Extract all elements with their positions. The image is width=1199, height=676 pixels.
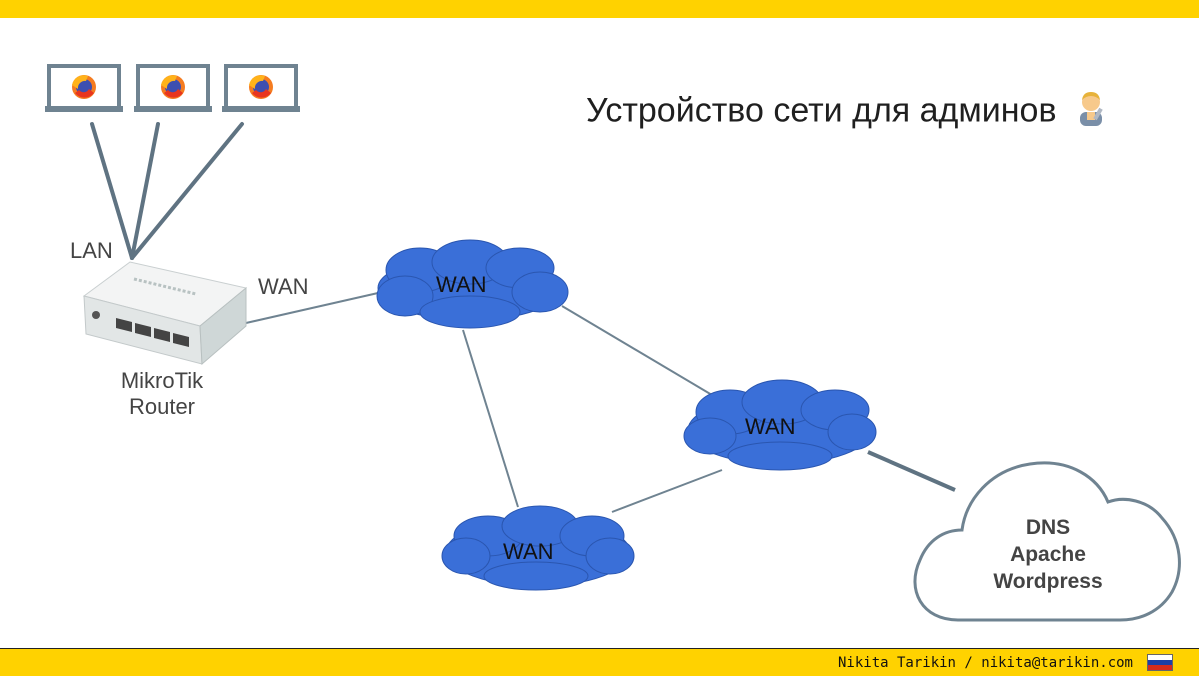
slide-title-text: Устройство сети для админов (586, 91, 1057, 130)
firefox-icon (249, 75, 273, 99)
router-name-line1: MikroTik (120, 368, 204, 393)
router-device (82, 261, 248, 366)
router-name-line2: Router (128, 394, 196, 419)
server-cloud (913, 461, 1181, 622)
cloud-top-to-cloud-right-link (561, 305, 713, 396)
server-service-apache: Apache (1010, 543, 1086, 566)
cloud-right-to-server-link (867, 450, 956, 492)
cloud-top (376, 239, 569, 329)
top-accent-bar (0, 0, 1199, 18)
footer-author: Nikita Tarikin / nikita@tarikin.com (837, 655, 1133, 671)
router-ports (116, 318, 189, 347)
router-vents (133, 277, 197, 296)
russia-flag-icon (1147, 654, 1173, 671)
router-side-face (199, 286, 247, 366)
laptop-base (134, 106, 212, 112)
cloud-bottom-label: WAN (503, 539, 554, 564)
cloud-bottom-to-cloud-right-link (611, 469, 723, 513)
laptop-2 (134, 64, 212, 112)
laptop-1 (45, 64, 123, 112)
lan-link-2 (130, 122, 160, 260)
server-service-wordpress: Wordpress (993, 570, 1103, 593)
cloud-bottom (441, 505, 635, 591)
slide-title: Устройство сети для админов (586, 90, 1108, 135)
lan-link-3 (130, 122, 244, 260)
router-power-port (92, 311, 100, 319)
laptop-base (222, 106, 300, 112)
lan-link-1 (90, 122, 134, 260)
server-service-dns: DNS (1025, 516, 1071, 539)
cloud-right (683, 379, 877, 471)
router-label: MikroTik Router (92, 368, 232, 420)
laptop-3 (222, 64, 300, 112)
footer-bar: Nikita Tarikin / nikita@tarikin.com (0, 648, 1199, 676)
cloud-top-label: WAN (436, 272, 487, 297)
firefox-icon (72, 75, 96, 99)
router-to-cloud-top-link (245, 292, 379, 324)
laptop-base (45, 106, 123, 112)
cloud-right-label: WAN (745, 414, 796, 439)
cloud-top-to-cloud-bottom-link (462, 329, 519, 508)
firefox-icon (161, 75, 185, 99)
lan-links (90, 122, 244, 260)
lan-label: LAN (70, 238, 113, 263)
server-label: DNS Apache Wordpress (960, 514, 1136, 595)
technologist-icon (1074, 90, 1108, 135)
wan-link-label: WAN (258, 274, 309, 299)
wan-links (245, 292, 723, 513)
